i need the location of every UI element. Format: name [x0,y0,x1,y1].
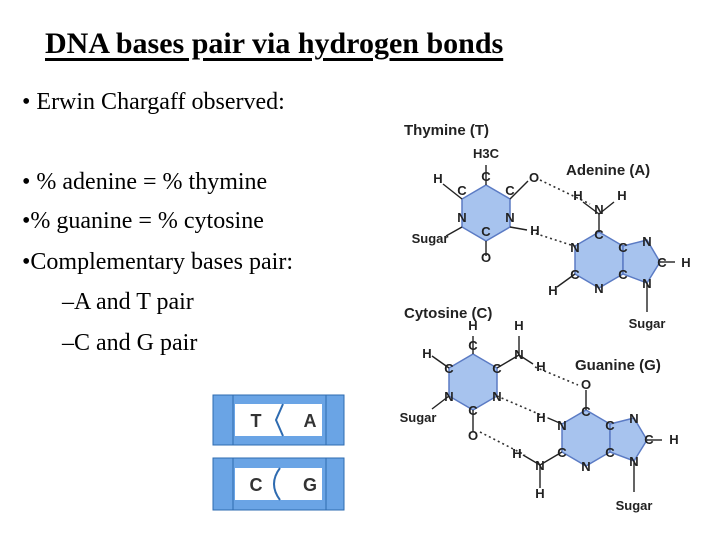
atom-label: N [629,411,638,426]
base-c: C [250,475,263,495]
guanine-five-ring [609,417,648,462]
atom-label: C [657,255,667,270]
atom-label: C [618,240,628,255]
base-g: G [303,475,317,495]
atom-label: H [573,188,582,203]
atom-label: N [457,210,466,225]
atom-label: C [505,183,515,198]
adenine-sugar: Sugar [629,316,666,331]
hydrogen-bonds [479,179,591,456]
atom-label: C [481,224,491,239]
atom-label: O [581,377,591,392]
bond-lines [431,165,675,492]
atom-label: N [557,418,566,433]
atom-label: H [617,188,626,203]
base-t: T [251,411,262,431]
atom-label: N [514,347,523,362]
atom-label: N [642,234,651,249]
atom-label: C [644,432,654,447]
atom-label: N [642,276,651,291]
atom-label: H [548,283,557,298]
atom-label: C [570,267,580,282]
adenine-label: Adenine (A) [566,162,650,179]
pair-bottom: C G [212,457,345,511]
atom-label: C [481,169,491,184]
bullet-chargaff: • Erwin Chargaff observed: [22,89,285,115]
bullet-complementary: •Complementary bases pair: [22,249,293,275]
guanine-label: Guanine (G) [575,357,661,374]
cytosine-label: Cytosine (C) [404,305,492,322]
cg-notch [273,467,281,501]
atom-label: N [570,240,579,255]
atom-label: N [629,454,638,469]
atom-label: H [468,318,477,333]
atom-label: O [529,170,539,185]
cytosine-ring [448,353,498,411]
atom-label: H [422,346,431,361]
adenine-five-ring [622,239,661,284]
atom-label: N [505,210,514,225]
atom-label: C [605,445,615,460]
slide-title: DNA bases pair via hydrogen bonds [45,27,504,60]
bullet-guanine-cytosine: •% guanine = % cytosine [22,208,264,234]
atom-label: N [535,458,544,473]
atom-label: N [444,389,453,404]
atom-label: N [581,459,590,474]
atom-label: H [530,223,539,238]
atom-label: O [468,428,478,443]
atom-label: N [492,389,501,404]
sub-bullet-cg-pair: –C and G pair [62,330,198,356]
atom-label: H [536,410,545,425]
atom-label: H [512,446,521,461]
base-box-top [235,404,322,436]
atom-label: H [536,359,545,374]
atom-label: C [618,267,628,282]
sub-bullet-at-pair: –A and T pair [62,289,194,315]
bullet-adenine-thymine: • % adenine = % thymine [22,169,268,195]
thymine-methyl: H3C [473,146,500,161]
atom-label: O [481,250,491,265]
atom-label: H [681,255,690,270]
atom-label: C [444,361,454,376]
guanine-sugar: Sugar [616,498,653,513]
cytosine-sugar: Sugar [400,410,437,425]
atom-label: C [468,403,478,418]
atom-label: N [594,202,603,217]
atom-label: C [492,361,502,376]
base-box-bottom [235,468,322,500]
atom-label: C [468,338,478,353]
atom-label: H [433,171,442,186]
atom-label: H [535,486,544,501]
atom-label: C [581,404,591,419]
atom-label: H [669,432,678,447]
thymine-sugar: Sugar [412,231,449,246]
atom-label: N [594,281,603,296]
atom-label: C [605,418,615,433]
base-a: A [304,411,317,431]
atom-labels: H3C H C C C O N N H C O Sugar H H N C N … [400,146,691,513]
atom-label: C [457,183,467,198]
atom-label: H [514,318,523,333]
thymine-label: Thymine (T) [404,122,489,139]
atom-label: C [557,445,567,460]
pair-top: T A [212,394,345,446]
atom-label: C [594,227,604,242]
ta-notch [274,403,284,437]
